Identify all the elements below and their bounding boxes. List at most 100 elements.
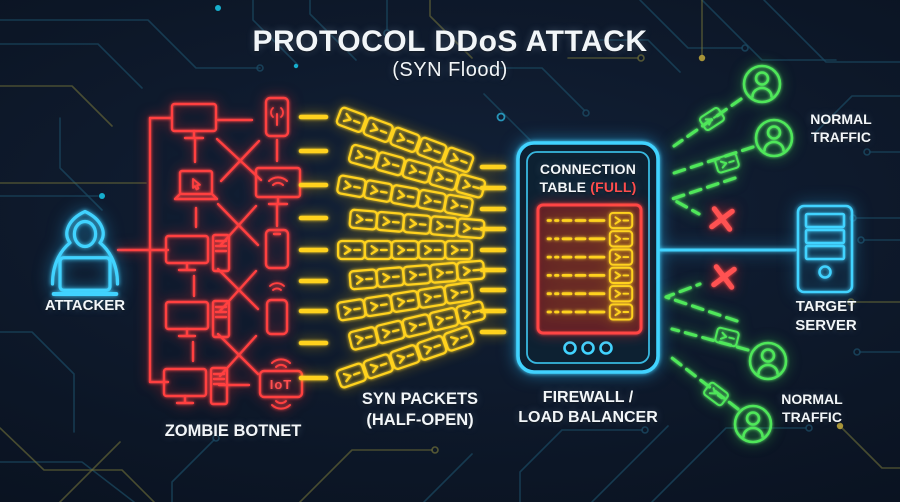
- syn-packet-icon: [361, 352, 395, 381]
- firewall-body: [516, 141, 660, 374]
- syn-packet-icon: [441, 324, 476, 353]
- firewall-label: FIREWALL / LOAD BALANCER: [518, 388, 658, 428]
- syn-packet-icon: [428, 214, 459, 238]
- normal-traffic-top-label: NORMAL TRAFFIC: [810, 111, 871, 146]
- syn-packet-icon: [334, 105, 369, 135]
- user-icon: [733, 404, 773, 444]
- smartphone-signal-icon: [264, 96, 290, 138]
- syn-packet-icon: [401, 212, 433, 236]
- packet-icon: [713, 151, 741, 175]
- syn-packet-icon: [375, 265, 406, 289]
- firewall-indicator-dots: [563, 341, 613, 355]
- normal-traffic-flows: [664, 64, 794, 444]
- syn-packets-label-line1: SYN PACKETS: [361, 390, 479, 408]
- user-icon: [754, 118, 794, 158]
- normal-traffic-bottom-line1: NORMAL: [781, 391, 843, 407]
- target-server-figure: [796, 204, 854, 294]
- syn-packet-icon: [400, 157, 434, 185]
- syn-packet-icon: [363, 239, 393, 261]
- botnet-connection-lines: [116, 116, 279, 387]
- monitor-icon: [170, 102, 218, 140]
- syn-packet-icon: [362, 178, 395, 204]
- normal-users: [733, 64, 794, 444]
- connection-table-frame: [536, 203, 643, 335]
- firewall-label-line2: LOAD BALANCER: [518, 409, 658, 426]
- connection-table-status: (FULL): [590, 179, 637, 196]
- smartphone-wifi-icon: [265, 281, 289, 336]
- syn-packet-icon: [361, 115, 395, 145]
- syn-packet-icon: [390, 239, 420, 261]
- target-server-label: TARGET SERVER: [795, 298, 856, 336]
- connection-table-entries: [546, 211, 634, 321]
- syn-packet-icon: [373, 150, 407, 178]
- syn-packet-icon: [442, 280, 475, 306]
- syn-packet-icon: [389, 289, 421, 314]
- zombie-botnet-label: ZOMBIE BOTNET: [164, 422, 302, 440]
- normal-traffic-bottom-label: NORMAL TRAFFIC: [781, 391, 842, 426]
- smartphone-icon: [264, 228, 290, 270]
- connection-table-title-line1: CONNECTION: [539, 161, 637, 177]
- syn-packet-icon: [444, 239, 474, 261]
- zombie-botnet-network: IoT: [116, 96, 304, 410]
- desktop-pc-icon: [164, 233, 231, 273]
- syn-packet-icon: [335, 173, 368, 199]
- syn-packets-label-line2: (HALF-OPEN): [366, 410, 474, 429]
- monitor-wifi-icon: [254, 166, 302, 206]
- connection-table-title-line2: TABLE (FULL): [539, 178, 636, 196]
- syn-packet-icon: [428, 261, 459, 285]
- syn-packet-icon: [388, 125, 422, 155]
- normal-traffic-bottom-line2: TRAFFIC: [782, 408, 842, 425]
- syn-packet-icon: [348, 208, 379, 231]
- firewall-label-line1: FIREWALL /: [542, 389, 634, 406]
- syn-packet-flood: [298, 105, 507, 390]
- syn-packet-icon: [348, 268, 379, 291]
- syn-packet-icon: [427, 165, 461, 192]
- connection-table-title: CONNECTION TABLE (FULL): [539, 160, 636, 197]
- blocked-traffic-marks: [709, 206, 737, 290]
- traffic-arrow: [670, 327, 750, 352]
- syn-packets-label: SYN PACKETS (HALF-OPEN): [362, 389, 478, 430]
- syn-packet-icon: [336, 239, 366, 261]
- page-subtitle: (SYN Flood): [392, 59, 508, 81]
- syn-packet-icon: [415, 188, 448, 214]
- traffic-arrow: [670, 356, 740, 411]
- syn-packet-icon: [401, 263, 433, 287]
- syn-packet-icon: [375, 210, 406, 234]
- syn-packet-icon: [347, 143, 380, 170]
- indicator-dot: [563, 341, 577, 355]
- x-mark-icon: [709, 206, 735, 232]
- page-title: PROTOCOL DDoS ATTACK: [252, 25, 648, 58]
- packet-icon: [713, 326, 741, 348]
- syn-packet-icon: [415, 333, 449, 362]
- syn-packet-icon: [416, 285, 448, 310]
- syn-packet-icon: [374, 318, 407, 346]
- syn-packet-icon: [335, 297, 368, 322]
- attacker-figure: [50, 209, 120, 296]
- hooded-hacker-icon: [50, 209, 120, 296]
- syn-packet-icon: [427, 306, 460, 333]
- firewall-device: [516, 141, 797, 374]
- indicator-dot: [599, 341, 613, 355]
- normal-traffic-top-line1: NORMAL: [810, 111, 872, 127]
- traffic-arrow: [672, 97, 743, 148]
- connection-table-word: TABLE: [539, 179, 587, 196]
- syn-packet-icon: [441, 145, 476, 175]
- target-server-label-line1: TARGET: [795, 298, 857, 315]
- deflected-traffic-arrow: [664, 282, 739, 323]
- target-server-label-line2: SERVER: [795, 316, 857, 334]
- tower-server-icon: [796, 204, 854, 294]
- normal-traffic-top-line2: TRAFFIC: [811, 128, 871, 145]
- traffic-arrow: [669, 145, 755, 176]
- syn-packet-icon: [400, 312, 434, 339]
- x-mark-icon: [711, 264, 737, 290]
- syn-packet-icon: [362, 293, 394, 318]
- syn-packet-icon: [347, 325, 380, 352]
- syn-packet-icon: [442, 193, 475, 218]
- desktop-pc-icon: [164, 299, 231, 339]
- syn-packet-icon: [334, 361, 369, 390]
- syn-packet-icon: [417, 239, 447, 261]
- deflected-traffic-arrow: [670, 176, 737, 216]
